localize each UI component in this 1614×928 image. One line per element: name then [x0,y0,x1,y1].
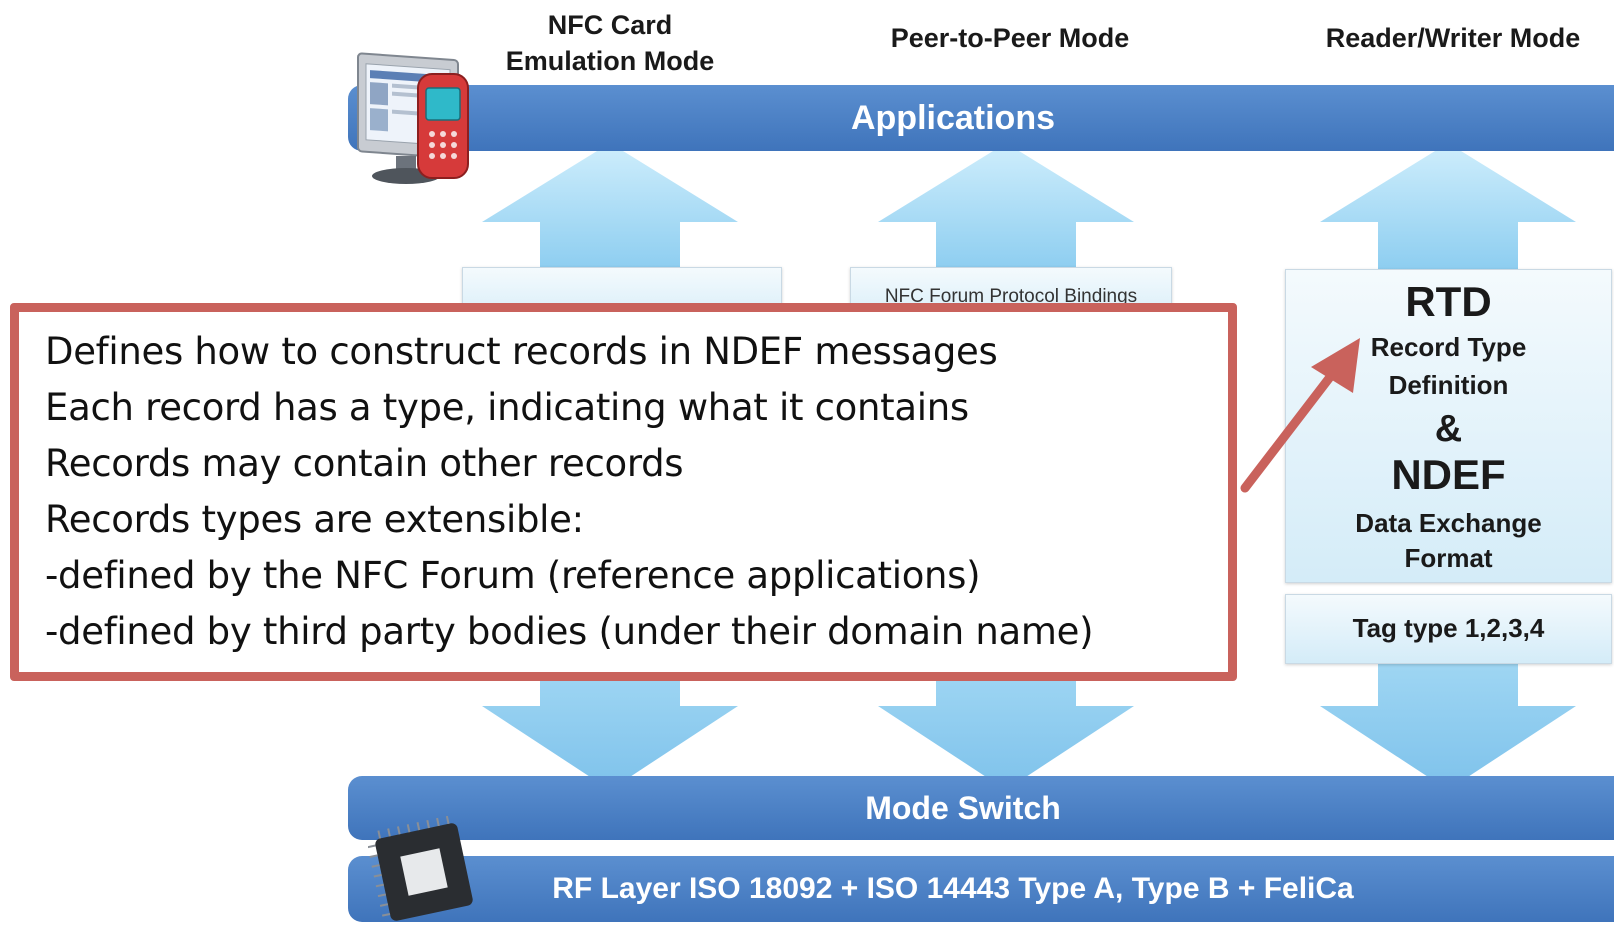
down-arrow-card [482,670,738,790]
mode-label-reader-writer: Reader/Writer Mode [1325,23,1581,53]
up-arrow-rw [1320,143,1576,272]
callout-box: Defines how to construct records in NDEF… [10,303,1237,681]
mode-switch-band: Mode Switch [348,776,1614,840]
down-arrow-p2p [878,670,1134,790]
callout-line-1: Defines how to construct records in NDEF… [45,330,998,373]
ampersand: & [1434,408,1463,450]
rtd-ndef-panel: RTD Record Type Definition & NDEF Data E… [1285,269,1612,583]
callout-line-6: -defined by third party bodies (under th… [45,610,1094,653]
tag-type-panel: Tag type 1,2,3,4 [1285,594,1612,664]
up-arrow-p2p [878,143,1134,272]
computer-phone-icon [357,52,469,184]
applications-band: Applications [348,85,1614,151]
callout-line-4: Records types are extensible: [45,498,584,541]
rtd-subtitle: Record Type Definition [1370,332,1527,400]
tag-type-label: Tag type 1,2,3,4 [1352,613,1545,643]
chip-icon [368,816,473,921]
down-arrow-rw [1320,662,1576,790]
rtd-title: RTD [1405,278,1492,325]
callout-line-2: Each record has a type, indicating what … [45,386,969,429]
up-arrow-card [482,143,738,272]
rf-layer-label: RF Layer ISO 18092 + ISO 14443 Type A, T… [552,872,1354,905]
ndef-subtitle: Data Exchange Format [1355,508,1542,573]
rf-layer-band: RF Layer ISO 18092 + ISO 14443 Type A, T… [348,856,1614,922]
applications-label: Applications [850,98,1056,137]
ndef-title: NDEF [1391,451,1506,498]
mode-switch-label: Mode Switch [865,789,1061,826]
callout-line-5: -defined by the NFC Forum (reference app… [45,554,981,597]
mode-label-card-emulation: NFC Card Emulation Mode [505,10,715,76]
p2p-protocol-label: NFC Forum Protocol Bindings [884,286,1138,307]
callout-line-3: Records may contain other records [45,442,684,485]
mode-label-peer-to-peer: Peer-to-Peer Mode [890,23,1130,53]
